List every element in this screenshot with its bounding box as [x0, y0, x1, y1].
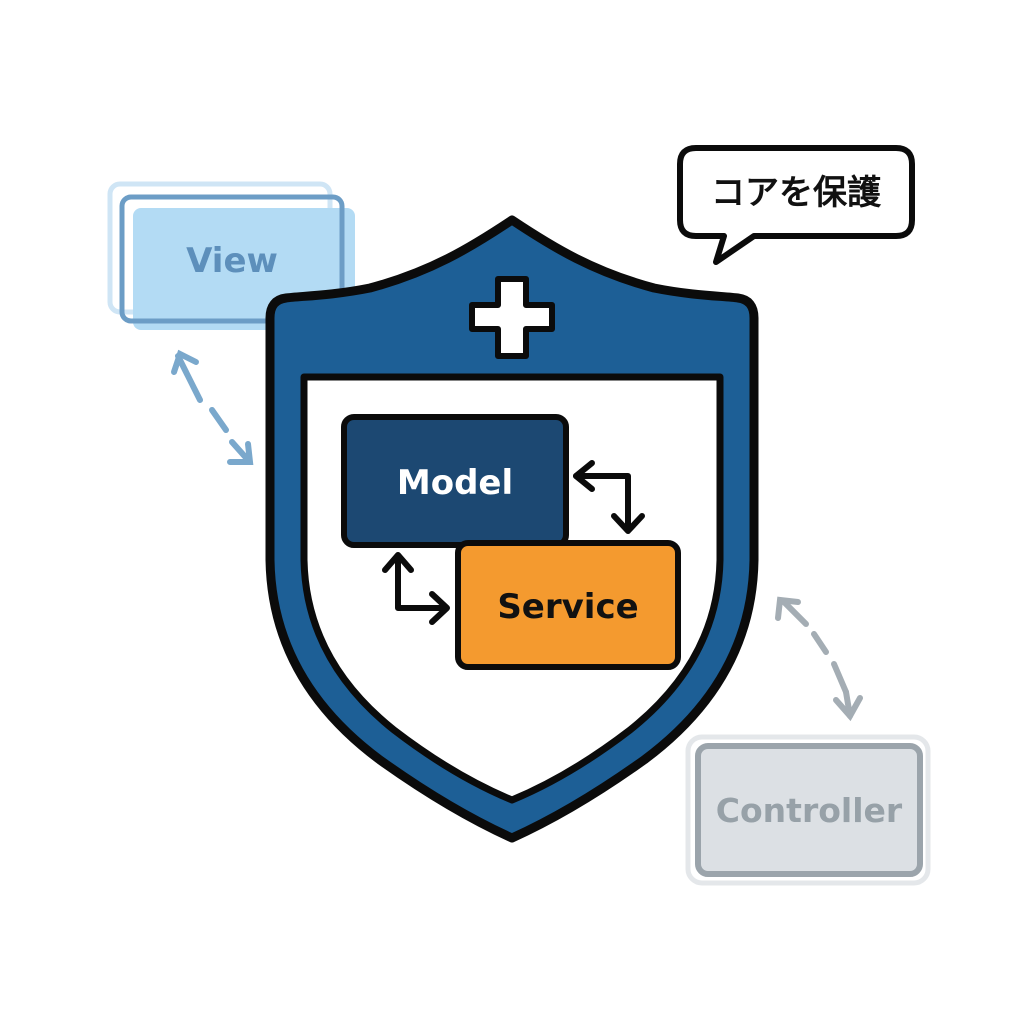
arrowhead-down-icon — [227, 441, 254, 465]
speech-bubble: コアを保護 — [677, 145, 915, 265]
service-node[interactable]: Service — [455, 540, 681, 670]
speech-bubble-text: コアを保護 — [711, 173, 882, 213]
view-shield-connector — [171, 349, 254, 465]
model-label: Model — [397, 463, 513, 503]
arrowhead-down-icon — [611, 513, 645, 534]
dash-segment — [175, 353, 203, 403]
service-model-arrow-left — [382, 552, 450, 625]
service-label: Service — [497, 587, 638, 627]
dash-segment — [209, 407, 229, 433]
shield-controller-connector — [775, 596, 863, 722]
arrowhead-up-icon — [171, 349, 199, 375]
arrowhead-right-icon — [429, 591, 450, 625]
arrowhead-up-icon — [775, 596, 801, 621]
plus-cross-icon — [469, 276, 555, 359]
arrowhead-up-icon — [382, 552, 414, 573]
model-service-arrow-right — [573, 460, 645, 534]
view-frame — [119, 194, 345, 324]
arrowhead-left-icon — [573, 460, 595, 492]
model-node[interactable]: Model — [341, 414, 569, 548]
controller-label: Controller — [716, 791, 903, 830]
view-label: View — [186, 241, 278, 281]
controller-node[interactable]: Controller — [685, 734, 931, 886]
